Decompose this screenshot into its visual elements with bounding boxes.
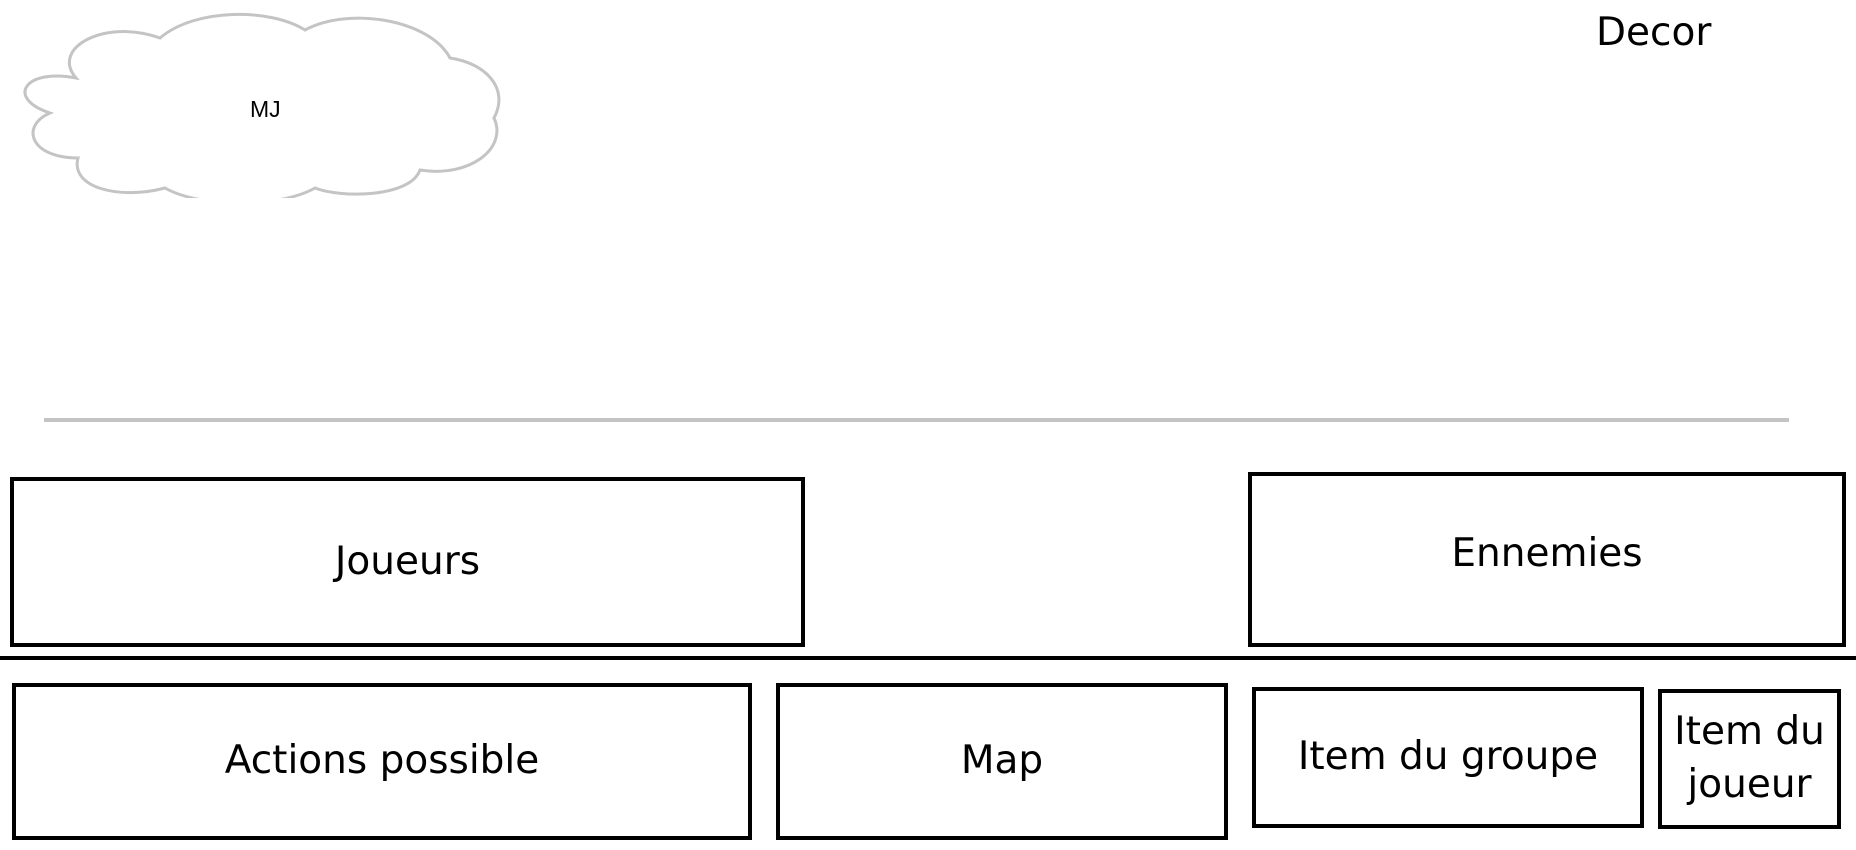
cloud-shape	[23, 12, 501, 198]
divider-main	[0, 656, 1856, 660]
item-groupe-panel[interactable]: Item du groupe	[1252, 687, 1644, 828]
mj-cloud: MJ	[10, 8, 506, 198]
ennemies-label: Ennemies	[1451, 531, 1643, 576]
divider-light	[44, 418, 1789, 422]
item-joueur-label: Item du joueur	[1674, 709, 1825, 807]
map-panel[interactable]: Map	[776, 683, 1228, 840]
item-joueur-panel[interactable]: Item du joueur	[1658, 689, 1841, 829]
joueurs-label: Joueurs	[334, 538, 481, 584]
item-groupe-label: Item du groupe	[1297, 734, 1599, 779]
decor-label: Decor	[1596, 10, 1712, 55]
map-label: Map	[960, 738, 1044, 784]
ennemies-panel[interactable]: Ennemies	[1248, 472, 1846, 647]
actions-label: Actions possible	[224, 738, 540, 784]
mj-label: MJ	[250, 96, 281, 122]
joueurs-panel[interactable]: Joueurs	[10, 477, 805, 647]
actions-panel[interactable]: Actions possible	[12, 683, 752, 840]
